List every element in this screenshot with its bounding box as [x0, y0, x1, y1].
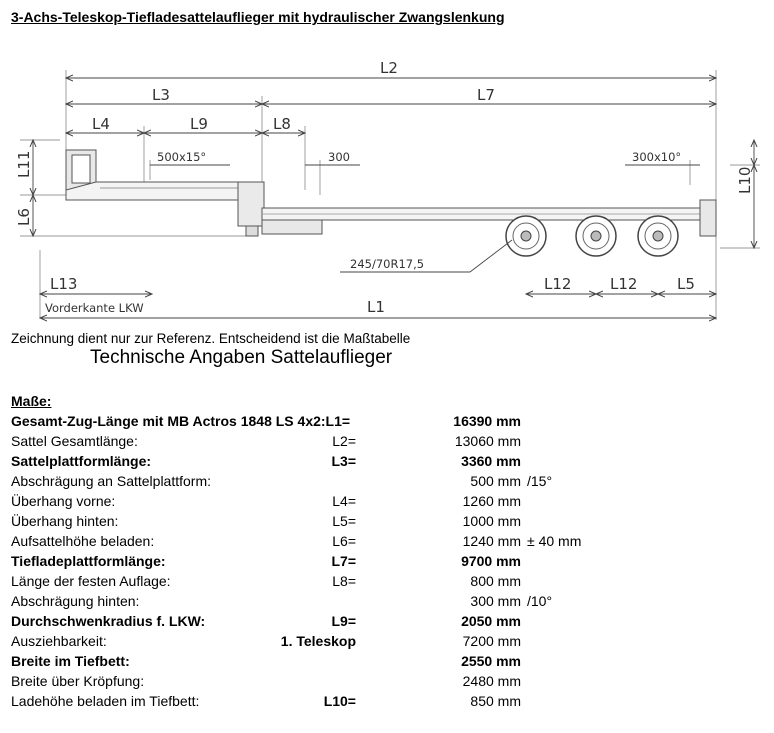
dim-l13-label: L13: [50, 275, 77, 293]
dim-l8-label: L8: [273, 115, 291, 133]
spec-value: 1260 mm: [462, 493, 521, 509]
spec-label: Überhang hinten:: [11, 513, 119, 529]
spec-label: Ladehöhe beladen im Tiefbett:: [11, 693, 200, 709]
spec-label: Aufsattelhöhe beladen:: [11, 533, 155, 549]
spec-row: Breite über Kröpfung: 2480 mm: [0, 673, 774, 693]
spec-row: Breite im Tiefbett: 2550 mm: [0, 653, 774, 673]
spec-value: 800 mm: [470, 573, 521, 589]
gap-note: 300: [328, 150, 350, 164]
spec-value: 16390 mm: [453, 413, 521, 429]
trailer-drawing: L2 L3 L7 L4 L9 L8 L11 L6 L10 L13 L12 L12…: [0, 40, 774, 328]
spec-label: Durchschwenkradius f. LKW:: [11, 613, 206, 629]
spec-unit: /10°: [527, 593, 553, 609]
spec-code: L10=: [323, 693, 356, 709]
spec-row: Abschrägung an Sattelplattform: 500 mm/15…: [0, 473, 774, 493]
spec-value: 1000 mm: [462, 513, 521, 529]
spec-row: Abschrägung hinten: 300 mm/10°: [0, 593, 774, 613]
dim-l11-label: L11: [15, 151, 33, 178]
spec-label: Sattel Gesamtlänge:: [11, 433, 138, 449]
spec-unit: /15°: [527, 473, 553, 489]
dim-l9-label: L9: [190, 115, 208, 133]
spec-row: Tiefladeplattformlänge: L7= 9700 mm: [0, 553, 774, 573]
spec-label: Breite im Tiefbett:: [11, 653, 130, 669]
spec-code: L7=: [331, 553, 356, 569]
spec-row: Sattelplattformlänge: L3= 3360 mm: [0, 453, 774, 473]
spec-value: 9700 mm: [461, 553, 521, 569]
front-edge-note: Vorderkante LKW: [45, 301, 144, 315]
spec-row: Überhang vorne: L4= 1260 mm: [0, 493, 774, 513]
dim-l1-label: L1: [367, 298, 385, 316]
spec-value: 1240 mm: [462, 533, 521, 549]
spec-label: Tiefladeplattformlänge:: [11, 553, 166, 569]
spec-code: 1. Teleskop: [280, 633, 356, 649]
axle-wheels: [505, 215, 679, 257]
front-bevel-note: 500x15°: [157, 150, 206, 164]
dim-l12b-label: L12: [610, 275, 637, 293]
extension-lines: [20, 70, 760, 320]
dim-l2-label: L2: [380, 59, 398, 77]
dim-l5-label: L5: [677, 275, 695, 293]
spec-row: Überhang hinten: L5= 1000 mm: [0, 513, 774, 533]
spec-code: L3=: [331, 453, 356, 469]
spec-row: Sattel Gesamtlänge: L2= 13060 mm: [0, 433, 774, 453]
dim-l4-label: L4: [92, 115, 110, 133]
spec-row: Ausziehbarkeit: 1. Teleskop 7200 mm: [0, 633, 774, 653]
spec-label: Breite über Kröpfung:: [11, 673, 145, 689]
spec-value: 3360 mm: [461, 453, 521, 469]
spec-value: 7200 mm: [462, 633, 521, 649]
spec-label: Ausziehbarkeit:: [11, 633, 107, 649]
spec-value: 850 mm: [470, 693, 521, 709]
spec-unit: ± 40 mm: [527, 533, 582, 549]
dim-l12a-label: L12: [544, 275, 571, 293]
spec-label: Abschrägung hinten:: [11, 593, 140, 609]
rear-bevel-note: 300x10°: [632, 150, 681, 164]
spec-row: Gesamt-Zug-Länge mit MB Actros 1848 LS 4…: [0, 413, 774, 433]
spec-label: Länge der festen Auflage:: [11, 573, 171, 589]
spec-value: 300 mm: [470, 593, 521, 609]
tire-size-note: 245/70R17,5: [350, 257, 424, 271]
dim-l7-label: L7: [477, 86, 495, 104]
section-title: Maße:: [11, 393, 52, 409]
spec-value: 2050 mm: [461, 613, 521, 629]
spec-code: L5=: [332, 513, 356, 529]
spec-title: Technische Angaben Sattelauflieger: [90, 347, 393, 368]
spec-code: L4=: [332, 493, 356, 509]
spec-code: L9=: [331, 613, 356, 629]
spec-code: L2=: [332, 433, 356, 449]
spec-value: 2480 mm: [462, 673, 521, 689]
document-title: 3-Achs-Teleskop-Tiefladesattelauflieger …: [11, 9, 505, 25]
spec-row: Durchschwenkradius f. LKW: L9= 2050 mm: [0, 613, 774, 633]
spec-label: Überhang vorne:: [11, 493, 116, 509]
dim-l6-label: L6: [15, 208, 33, 226]
spec-row: Aufsattelhöhe beladen: L6= 1240 mm ± 40 mm: [0, 533, 774, 553]
spec-label: Abschrägung an Sattelplattform:: [11, 473, 212, 489]
spec-row: Ladehöhe beladen im Tiefbett: L10= 850 mm: [0, 693, 774, 713]
spec-label: Gesamt-Zug-Länge mit MB Actros 1848 LS 4…: [11, 413, 351, 429]
reference-note: Zeichnung dient nur zur Referenz. Entsch…: [11, 331, 411, 346]
spec-value: 2550 mm: [461, 653, 521, 669]
spec-code: L6=: [332, 533, 356, 549]
dim-l10-label: L10: [736, 167, 754, 194]
spec-value: 500 mm: [470, 473, 521, 489]
dimension-lines: [33, 78, 754, 318]
spec-value: 13060 mm: [454, 433, 521, 449]
spec-code: L8=: [332, 573, 356, 589]
spec-label: Sattelplattformlänge:: [11, 453, 152, 469]
dim-l3-label: L3: [152, 86, 170, 104]
spec-row: Länge der festen Auflage: L8= 800 mm: [0, 573, 774, 593]
